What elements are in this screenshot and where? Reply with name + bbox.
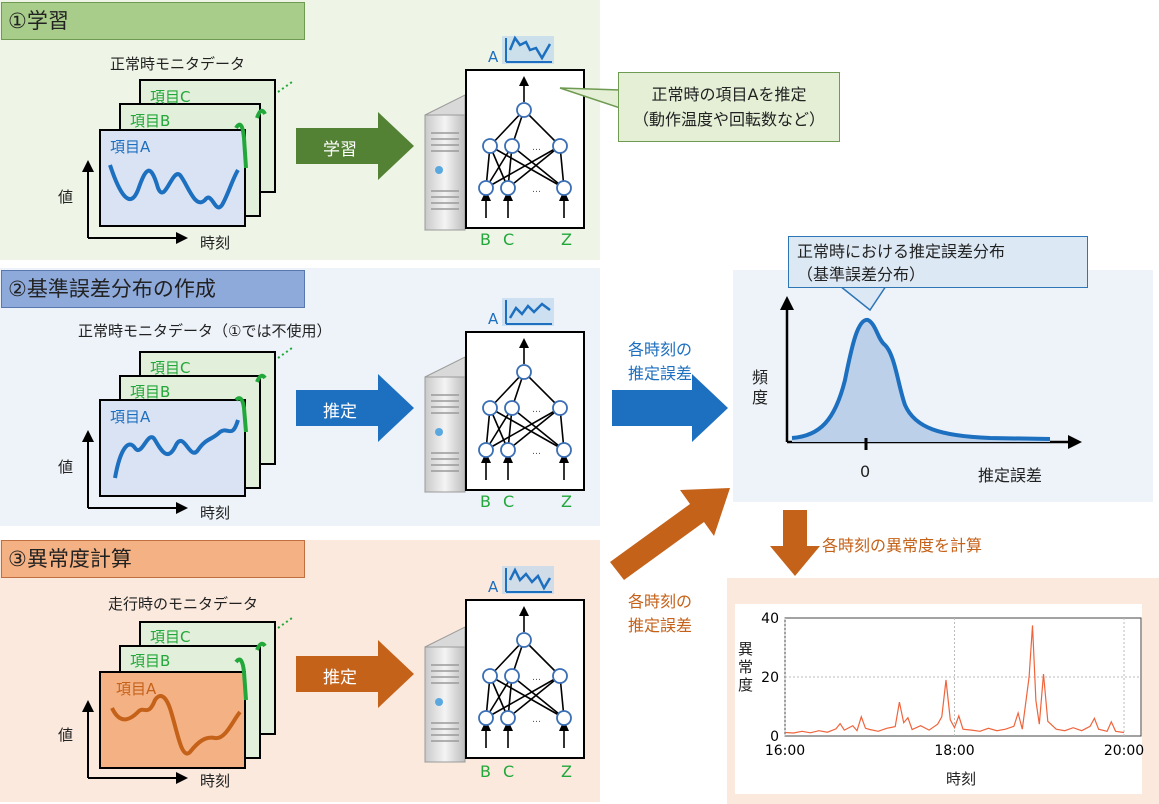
error-arrow-anomaly [610,488,730,580]
input-z-anomaly: Z [561,762,572,781]
section-title-learning: ①学習 [1,2,305,40]
input-z-learning: Z [561,230,572,249]
item-c-label-baseline: 項目C [150,359,191,377]
anomaly-y-tick-label: 20 [761,670,779,686]
compute-arrow [770,510,820,576]
anomaly-x-axis-label: 時刻 [946,770,977,788]
learning-callout-line-1: 正常時の項目Aを推定 [651,85,807,104]
output-sparkline-anomaly [502,566,554,594]
error-label-anomaly-line-2: 推定誤差 [627,616,692,635]
distribution-chart [780,296,1082,450]
error-label-baseline-line-1: 各時刻の [627,340,692,359]
output-label-learning: A [488,48,499,66]
distribution-callout: 正常時における推定誤差分布 （基準誤差分布） [788,236,1088,288]
input-b-baseline: B [480,492,491,511]
estimate-arrow-label-baseline: 推定 [323,402,357,422]
anomaly-line-chart: 0 20 40 16:00 18:00 20:00 [735,604,1144,794]
distribution-x-axis-label: 推定誤差 [978,466,1043,485]
item-a-label-anomaly: 項目A [116,680,157,698]
error-label-anomaly-line-1: 各時刻の [627,592,692,611]
data-stack-anomaly [99,617,293,769]
anomaly-series-line [784,625,1125,734]
estimate-arrow-label-anomaly: 推定 [323,668,357,688]
anomaly-y-axis-label: 異常度 [738,640,754,694]
item-a-label-learning: 項目A [110,138,151,156]
learning-callout: 正常時の項目Aを推定 （動作温度や回転数など） [618,72,840,142]
input-c-baseline: C [503,492,515,511]
learning-callout-line-2: （動作温度や回転数など） [632,110,825,129]
error-label-baseline-line-2: 推定誤差 [627,364,692,383]
distribution-zero-label: 0 [860,462,871,481]
y-axis-label-anomaly: 値 [58,726,74,744]
item-b-label-learning: 項目B [130,112,171,130]
y-axis-label-baseline: 値 [58,458,74,476]
error-label-baseline: 各時刻の 推定誤差 [610,338,710,386]
item-a-label-baseline: 項目A [110,408,151,426]
data-label-learning: 正常時モニタデータ [110,55,246,73]
distribution-y-axis-label: 頻度 [752,368,769,407]
output-sparkline-learning [502,35,554,64]
distribution-callout-line-1: 正常時における推定誤差分布 [797,242,1006,261]
data-label-anomaly: 走行時のモニタデータ [108,595,259,613]
input-b-anomaly: B [480,762,491,781]
input-b-learning: B [480,230,491,249]
distribution-callout-line-2: （基準誤差分布） [797,265,926,284]
learn-arrow-label: 学習 [323,140,357,160]
section-title-baseline: ②基準誤差分布の作成 [1,270,305,308]
estimate-arrow-baseline [296,374,414,442]
data-label-baseline: 正常時モニタデータ（①では不使用） [78,322,332,340]
distribution-panel [733,270,1153,502]
item-c-label-learning: 項目C [150,88,191,106]
compute-label: 各時刻の異常度を計算 [822,536,983,555]
input-c-learning: C [503,230,515,249]
item-b-label-baseline: 項目B [130,383,171,401]
estimate-arrow-anomaly [296,640,414,708]
error-arrow-baseline [612,374,728,442]
output-label-anomaly: A [488,578,499,596]
error-label-anomaly: 各時刻の 推定誤差 [610,590,710,638]
anomaly-y-tick-label: 40 [761,611,779,627]
y-axis-label-learning: 値 [58,188,74,206]
anomaly-x-tick-label: 16:00 [765,743,805,759]
x-axis-label-baseline: 時刻 [200,504,231,522]
data-stack-learning [99,79,293,227]
output-label-baseline: A [488,310,499,328]
x-axis-label-anomaly: 時刻 [200,772,231,790]
input-z-baseline: Z [561,492,572,511]
item-c-label-anomaly: 項目C [150,628,191,646]
anomaly-x-tick-label: 18:00 [934,743,974,759]
item-b-label-anomaly: 項目B [130,652,171,670]
data-stack-baseline [99,347,293,497]
output-sparkline-baseline [502,298,554,326]
anomaly-y-tick-label: 0 [770,729,779,745]
learn-arrow [296,112,414,180]
input-c-anomaly: C [503,762,515,781]
anomaly-x-tick-label: 20:00 [1104,743,1144,759]
section-title-anomaly: ③異常度計算 [1,540,305,578]
x-axis-label-learning: 時刻 [200,234,231,252]
